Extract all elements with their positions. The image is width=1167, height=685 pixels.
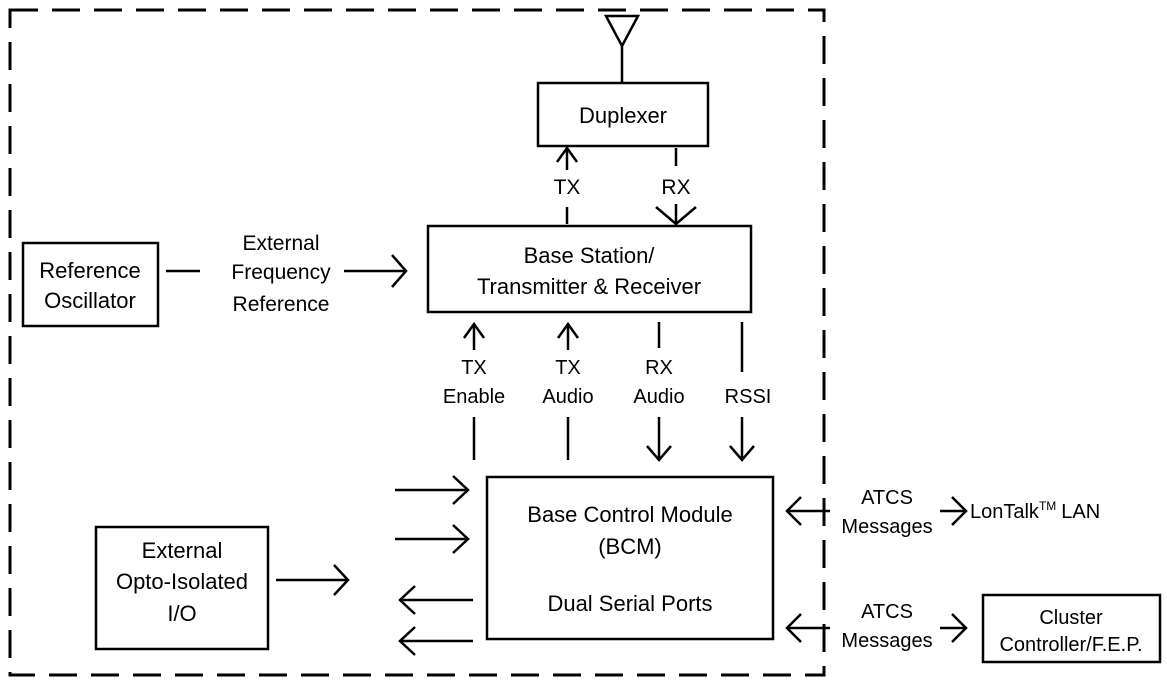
tx-audio-line2: Audio (542, 386, 593, 408)
bcm-input-arrows (395, 475, 470, 554)
bcm-label-line3: Dual Serial Ports (547, 591, 712, 616)
base-station-label-line1: Base Station/ (524, 243, 656, 268)
rx-label: RX (661, 176, 690, 199)
bcm-block: Base Control Module (BCM) Dual Serial Po… (485, 475, 775, 641)
atcs-messages-2-line1: ATCS (861, 601, 913, 623)
external-io-block: External Opto-Isolated I/O (94, 525, 270, 651)
external-io-arrow (276, 564, 350, 596)
cluster-controller-block: Cluster Controller/F.E.P. (981, 593, 1162, 664)
rx-audio-line2: Audio (633, 386, 684, 408)
external-io-line2: Opto-Isolated (116, 569, 248, 594)
tx-to-duplexer-arrow (555, 145, 579, 224)
cluster-controller-line1: Cluster (1039, 607, 1103, 629)
duplexer-block: Duplexer (536, 81, 710, 148)
rssi-label: RSSI (725, 386, 772, 408)
antenna-icon (603, 14, 641, 83)
ext-freq-ref-line1: External (242, 232, 319, 255)
tx-enable-line2: Enable (443, 386, 505, 408)
atcs-messages-1-line2: Messages (841, 516, 932, 538)
base-station-block: Base Station/ Transmitter & Receiver (426, 224, 753, 314)
bcm-label-line1: Base Control Module (527, 502, 732, 527)
tx-audio-arrow (556, 321, 580, 460)
frequency-reference-arrow (166, 254, 408, 288)
reference-oscillator-label-line1: Reference (39, 258, 141, 283)
atcs-cluster-arrows (785, 613, 968, 643)
rx-from-duplexer-arrow (655, 148, 697, 226)
atcs-messages-1-line1: ATCS (861, 487, 913, 509)
duplexer-label: Duplexer (579, 103, 667, 128)
tx-label: TX (554, 176, 581, 199)
rssi-arrow (729, 322, 755, 462)
bcm-label-line2: (BCM) (598, 534, 662, 559)
atcs-messages-2-line2: Messages (841, 630, 932, 652)
reference-oscillator-block: Reference Oscillator (21, 241, 160, 328)
bcm-output-arrows (398, 585, 473, 656)
tx-audio-line1: TX (555, 357, 581, 379)
tx-enable-line1: TX (461, 357, 487, 379)
external-io-line1: External (142, 538, 223, 563)
rx-audio-line1: RX (645, 357, 673, 379)
cluster-controller-line2: Controller/F.E.P. (999, 634, 1142, 656)
ext-freq-ref-line2: Frequency (231, 261, 331, 284)
tx-enable-arrow (462, 321, 486, 460)
system-boundary (8, 8, 826, 677)
base-station-label-line2: Transmitter & Receiver (477, 274, 701, 299)
ext-freq-ref-line3: Reference (233, 293, 330, 316)
reference-oscillator-label-line2: Oscillator (44, 288, 136, 313)
rx-audio-arrow (646, 322, 672, 462)
atcs-lontalk-arrows (785, 496, 968, 526)
external-io-line3: I/O (167, 601, 196, 626)
